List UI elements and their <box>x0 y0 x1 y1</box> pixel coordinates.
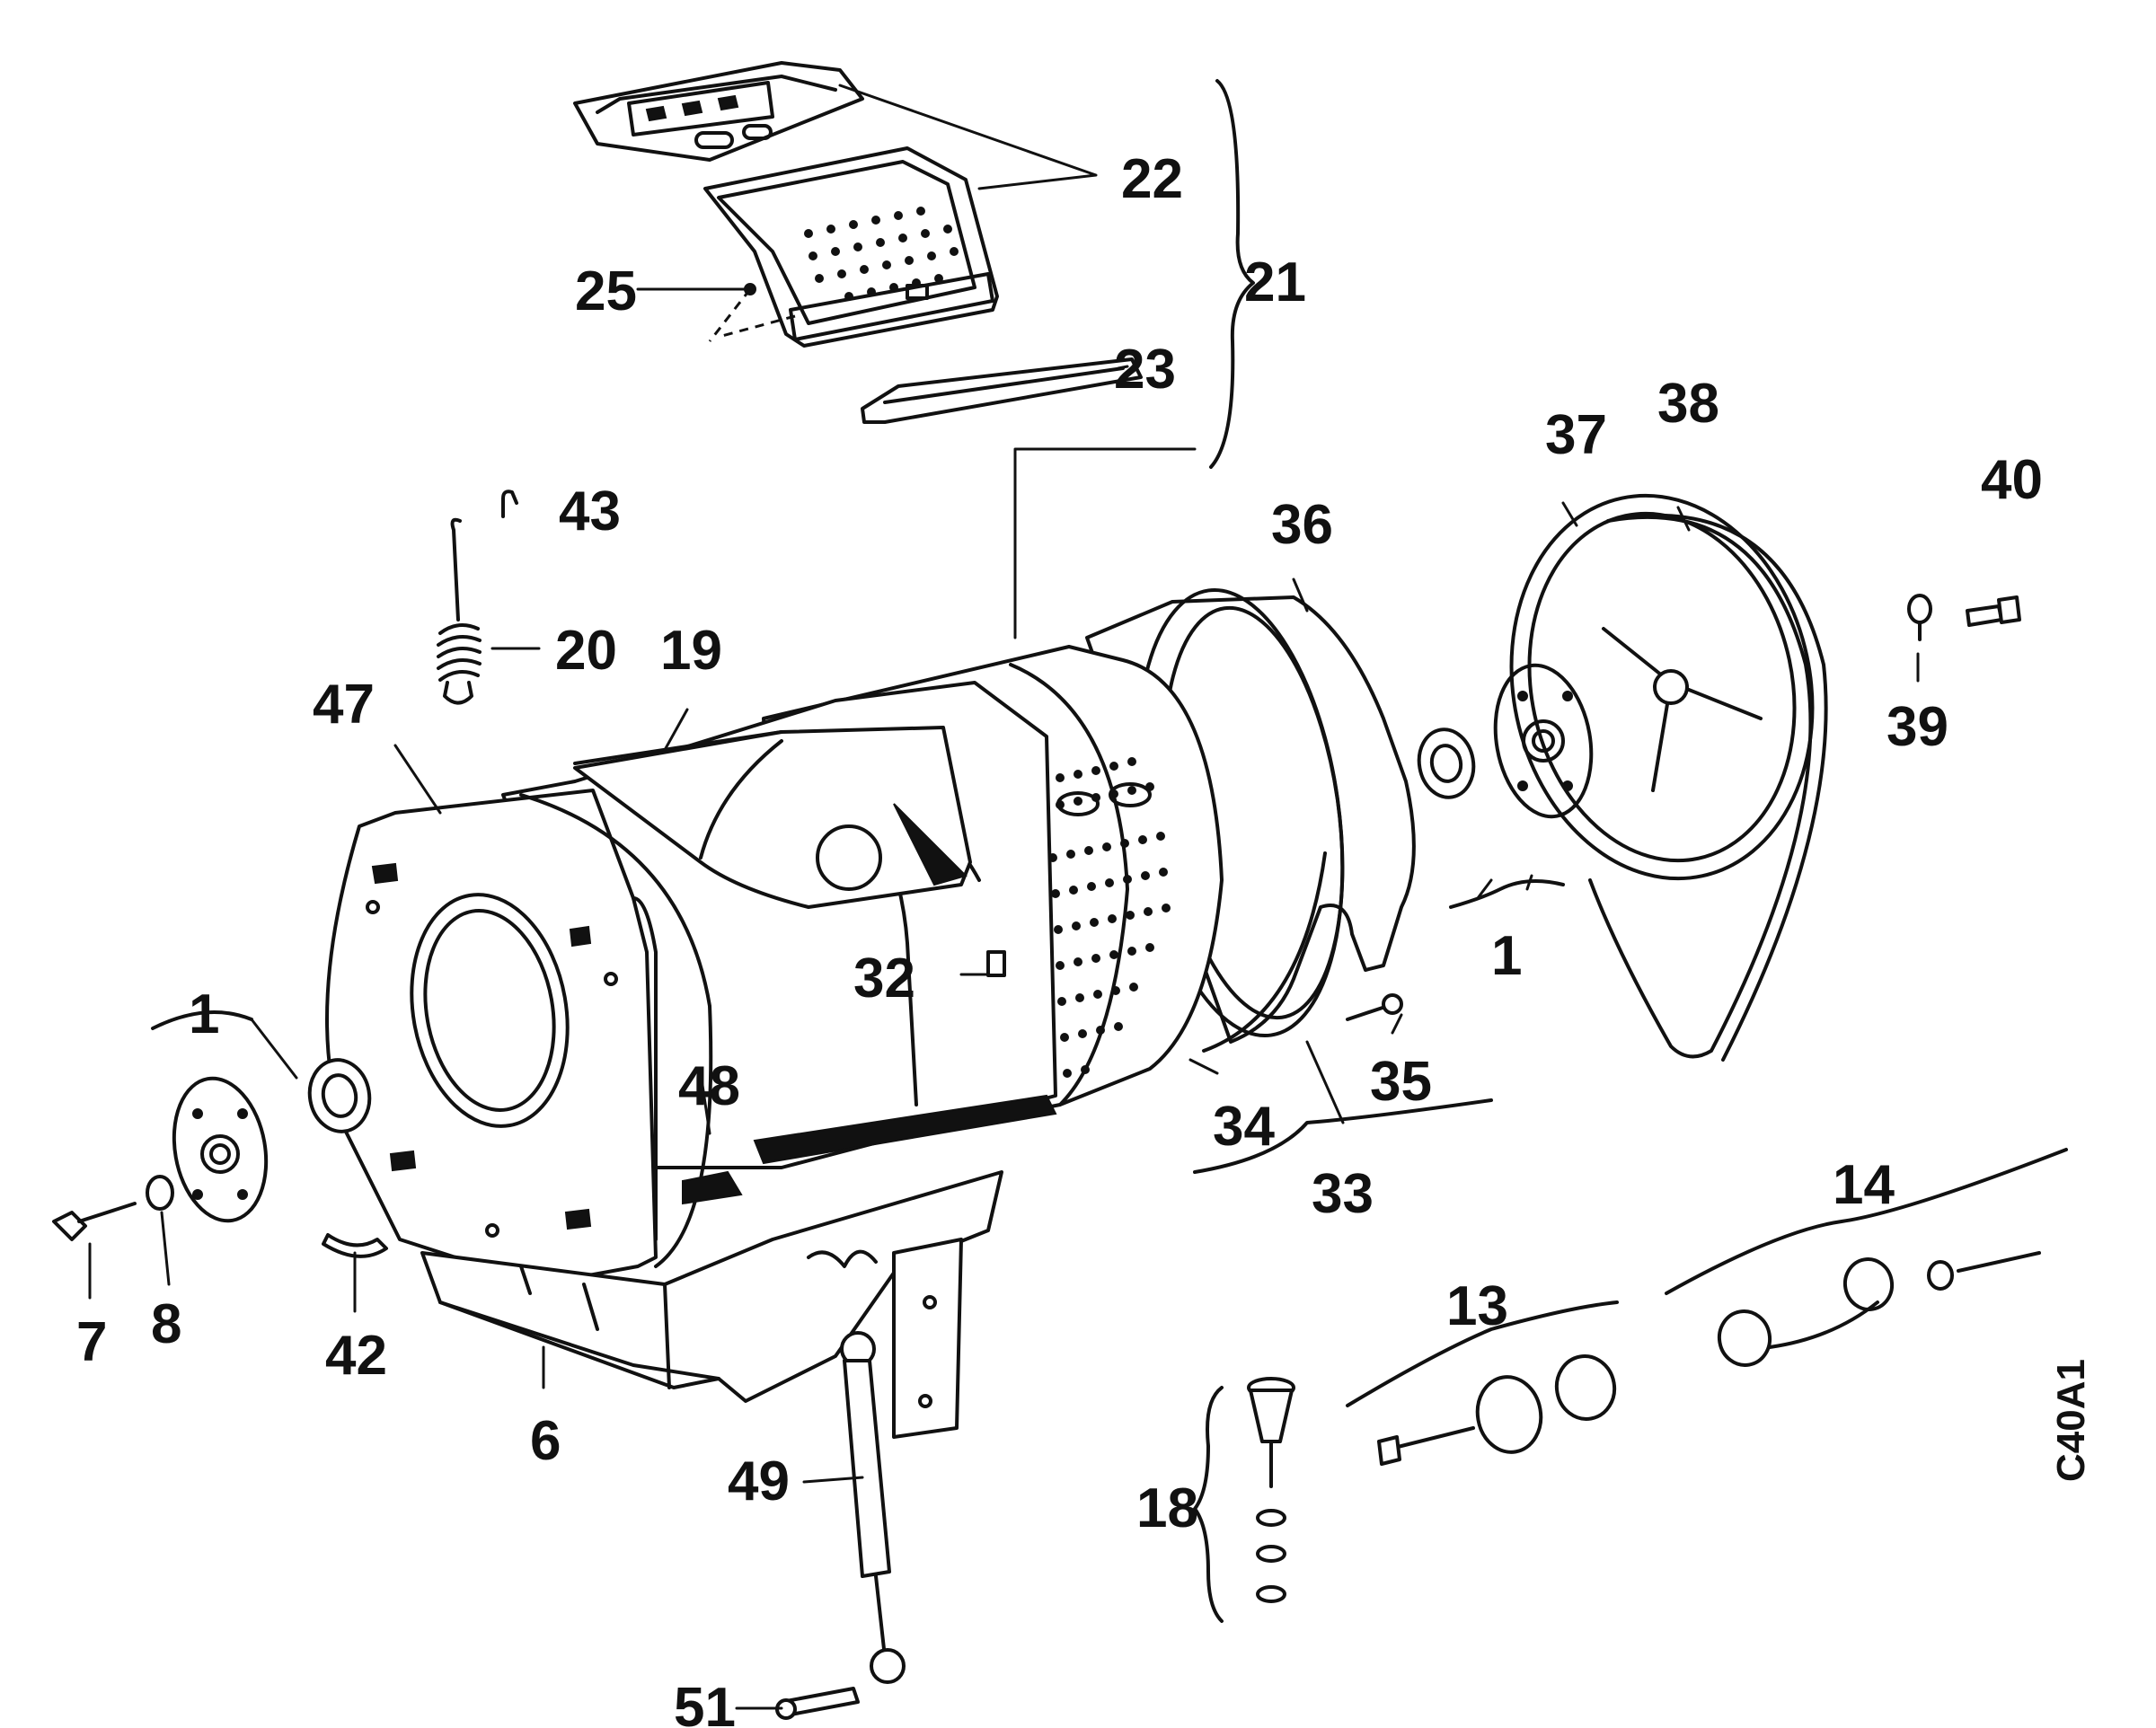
callout-47: 47 <box>313 674 375 736</box>
callout-6: 6 <box>530 1410 561 1472</box>
part-right-seal <box>1417 727 1476 799</box>
callout-36: 36 <box>1271 494 1333 556</box>
part-pulley <box>1509 493 1815 881</box>
callout-19: 19 <box>660 620 722 682</box>
callout-33: 33 <box>1312 1163 1374 1225</box>
part-small-pin <box>708 283 796 342</box>
part-shock-absorber <box>840 1331 906 1684</box>
part-left-bearing-flange <box>172 1076 269 1223</box>
bracket-braces <box>151 79 2068 1623</box>
callout-22: 22 <box>1121 148 1183 210</box>
callout-51: 51 <box>674 1677 736 1728</box>
part-inner-lid-panel <box>703 146 999 348</box>
callout-18: 18 <box>1136 1477 1198 1539</box>
callout-25: 25 <box>575 260 637 322</box>
part-fixing-kit-14 <box>1717 1251 2041 1367</box>
part-base-frame <box>420 1170 1003 1439</box>
callout-7: 7 <box>76 1311 107 1373</box>
callout-48: 48 <box>678 1055 740 1117</box>
leader-lines <box>88 84 1920 1710</box>
part-front-panel <box>325 789 743 1286</box>
part-screw-35 <box>1346 993 1403 1021</box>
callout-39: 39 <box>1886 696 1948 758</box>
part-hook <box>501 489 518 518</box>
part-fixing-kit-13 <box>1377 1354 1617 1466</box>
callout-42: 42 <box>325 1325 387 1387</box>
callout-49: 49 <box>728 1450 790 1512</box>
callout-1-left: 1 <box>189 983 219 1045</box>
part-foot-18 <box>1247 1377 1295 1603</box>
callout-14: 14 <box>1833 1154 1895 1216</box>
callout-labels: 22 21 25 23 43 20 19 47 36 37 38 40 39 3… <box>76 148 2093 1728</box>
callout-8: 8 <box>151 1293 181 1355</box>
part-bolt-7 <box>52 1202 137 1241</box>
callout-1-right: 1 <box>1491 925 1522 987</box>
part-outer-lid-panel <box>573 61 864 162</box>
part-lid-catch <box>861 357 1143 424</box>
callout-20: 20 <box>555 620 617 682</box>
part-belt <box>1588 513 1828 1062</box>
callout-43: 43 <box>559 480 621 542</box>
part-washer-8 <box>146 1175 174 1211</box>
callout-13: 13 <box>1446 1275 1508 1337</box>
callout-37: 37 <box>1545 404 1607 466</box>
part-left-seal <box>307 1058 372 1133</box>
part-spring <box>437 517 482 705</box>
callout-23: 23 <box>1114 339 1176 401</box>
callout-38: 38 <box>1657 373 1719 435</box>
callout-40: 40 <box>1981 449 2043 511</box>
part-bolt-40 <box>1966 595 2021 627</box>
callout-34: 34 <box>1213 1096 1275 1158</box>
callout-21: 21 <box>1244 251 1306 313</box>
part-clamp-42 <box>322 1233 388 1258</box>
callout-32: 32 <box>853 948 915 1009</box>
drum-perforation <box>1020 757 1171 1078</box>
part-washer-39 <box>1907 594 1932 641</box>
callout-35: 35 <box>1370 1051 1432 1113</box>
part-pin <box>775 1687 860 1720</box>
diagram-code: C40A1 <box>2049 1359 2093 1482</box>
